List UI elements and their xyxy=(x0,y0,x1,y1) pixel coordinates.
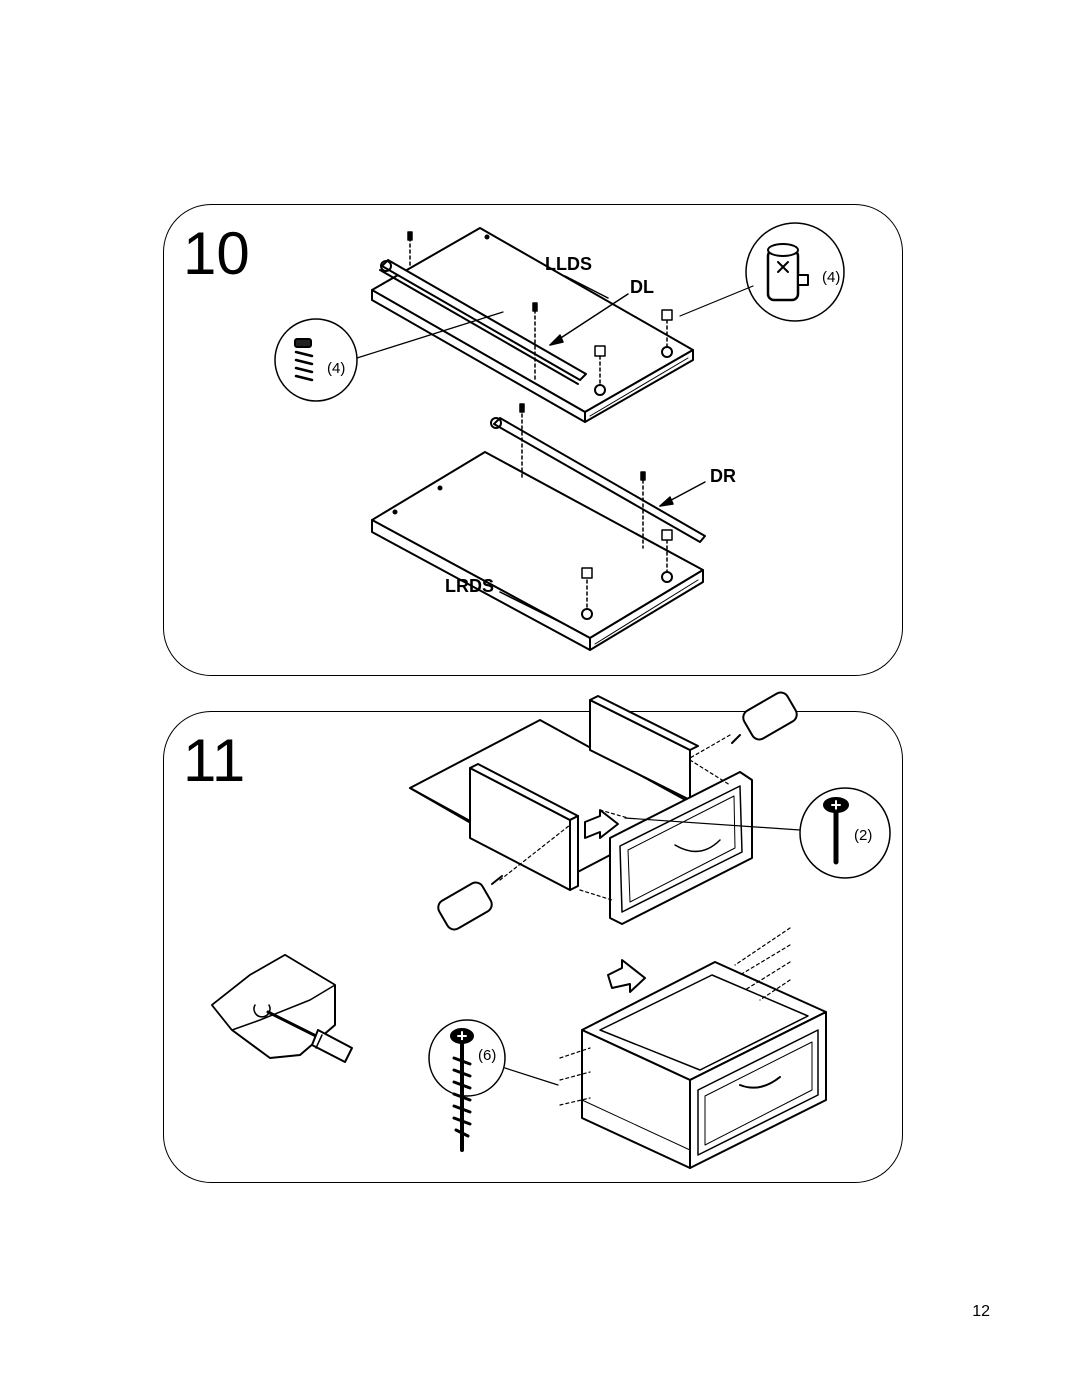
step-10-number: 10 xyxy=(183,220,250,287)
right-drawer-side-panel xyxy=(371,451,704,651)
label-leaders-10 xyxy=(499,275,706,623)
cam-bolt-callout xyxy=(274,311,504,402)
rail-screws-lower xyxy=(519,403,646,549)
glue-bottle-left xyxy=(437,875,503,931)
drawer-insert-arrow xyxy=(607,959,646,993)
left-drawer-side-panel xyxy=(371,227,694,423)
insert-arrow xyxy=(584,809,619,839)
drawer-left-side xyxy=(469,763,579,891)
rail-screws-upper xyxy=(407,231,538,381)
cam-lock-callout xyxy=(679,222,845,322)
machine-screw-callout xyxy=(624,787,891,879)
cam-lock-quantity: (4) xyxy=(822,269,841,286)
assembly-guides-11 xyxy=(499,734,731,901)
cam-bolts-lower xyxy=(581,529,673,611)
page-number: 12 xyxy=(972,1303,990,1320)
screwdriver-detail xyxy=(211,954,353,1063)
wood-screw-quantity: (6) xyxy=(478,1047,497,1064)
machine-screw-quantity: (2) xyxy=(854,827,873,844)
front-screws-guides xyxy=(559,927,791,1106)
cam-bolt-quantity: (4) xyxy=(327,360,346,377)
wood-screw-callout xyxy=(428,1019,559,1152)
label-lrds: LRDS xyxy=(445,576,494,596)
drawer-front-panel xyxy=(609,771,753,925)
cam-bolts-upper xyxy=(594,309,673,387)
left-drawer-rail xyxy=(379,259,587,385)
glue-bottle-right xyxy=(731,691,798,744)
assembled-drawer xyxy=(581,961,827,1169)
step-11-number: 11 xyxy=(183,727,246,794)
right-drawer-rail xyxy=(490,417,706,543)
label-llds: LLDS xyxy=(545,254,592,274)
label-dl: DL xyxy=(630,277,654,297)
label-dr: DR xyxy=(710,466,736,486)
